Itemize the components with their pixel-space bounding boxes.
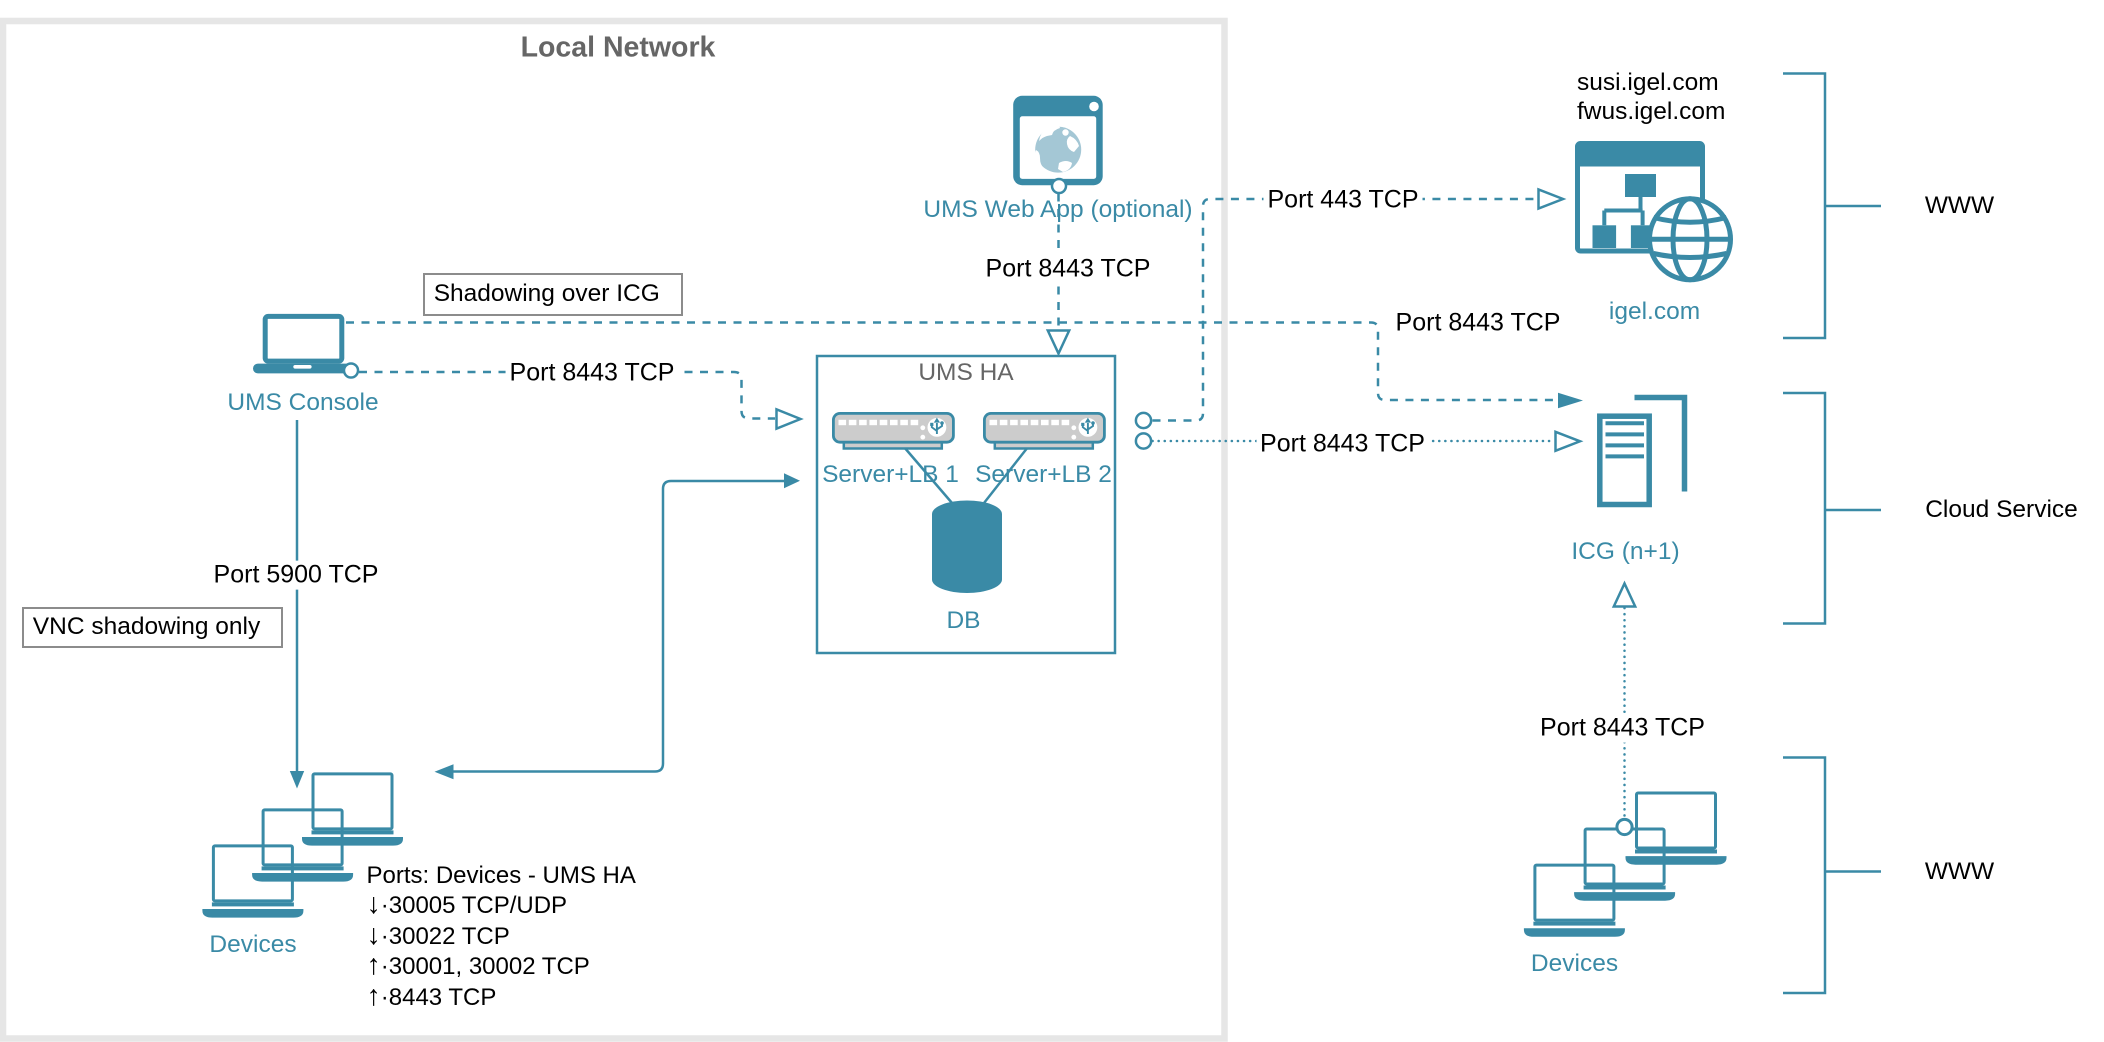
ports-note-item: ↑·8443 TCP — [366, 979, 636, 1012]
ports-note-item: ↑·30001, 30002 TCP — [367, 951, 636, 981]
arrowhead-open-right-ums — [775, 407, 804, 431]
shadowing-over-icg-text: Shadowing over ICG — [433, 280, 660, 308]
ums-console-icon — [253, 313, 353, 374]
arrowhead-filled-down-devices — [289, 771, 305, 789]
cloud-bracket — [1783, 391, 1827, 625]
igel-domain-line: susi.igel.com — [1577, 69, 1719, 96]
db-label: DB — [946, 606, 981, 634]
edge-server1-db — [903, 446, 953, 504]
vnc-shadowing-text: VNC shadowing only — [32, 613, 261, 641]
edge-server2-db — [983, 446, 1029, 504]
zone-brackets — [1783, 72, 1881, 995]
shadowing-over-icg-note: Shadowing over ICG — [422, 272, 684, 317]
arrowhead-open-up-icg — [1611, 580, 1638, 608]
connector-dot-webapp — [1050, 177, 1068, 195]
ports-note-title: Ports: Devices - UMS HA — [366, 862, 636, 889]
console-screen — [262, 313, 345, 364]
server-lb-2-label: Server+LB 2 — [975, 460, 1112, 488]
console-notch — [293, 365, 312, 369]
igel-website-icon — [1575, 141, 1733, 283]
sitemap-titlebar — [1575, 141, 1705, 167]
www-bottom-bracket — [1783, 756, 1827, 995]
port-devices-icg-label: Port 8443 TCP — [1536, 713, 1709, 743]
arrowhead-filled-right-icg — [1558, 392, 1583, 409]
ports-note-item: ↓·30022 TCP — [367, 921, 636, 951]
port-item-text: ·8443 TCP — [380, 983, 497, 1011]
port-console-icg-label: Port 8443 TCP — [1395, 308, 1561, 337]
port-443-label: Port 443 TCP — [1263, 185, 1423, 214]
local-network-box — [0, 17, 1228, 1042]
connector-dot-devices-www — [1615, 817, 1634, 837]
ums-web-app-label: UMS Web App (optional) — [923, 195, 1193, 223]
devices-www-label: Devices — [1530, 949, 1619, 977]
port-webapp-ums-label: Port 8443 TCP — [981, 254, 1155, 284]
web-app-icon — [1013, 95, 1103, 186]
port-direction-arrow: ↓ — [366, 918, 381, 951]
port-item-text: ·30001, 30002 TCP — [380, 953, 590, 981]
local-network-title: Local Network — [520, 31, 716, 64]
ports-note-item: ↓·30005 TCP/UDP — [367, 890, 636, 920]
connector-dot-ums-top — [1134, 411, 1153, 430]
port-item-text: ·30022 TCP — [380, 922, 510, 950]
arrowhead-filled-right-umsha — [784, 473, 800, 489]
icg-front-sheet — [1597, 413, 1652, 508]
server-lb-1-icon — [832, 411, 955, 450]
devices-local-label: Devices — [209, 930, 297, 958]
port-5900-label: Port 5900 TCP — [209, 560, 383, 590]
icg-back-sheet — [1634, 394, 1688, 492]
edge-console-icg — [346, 321, 1559, 402]
vnc-shadowing-note: VNC shadowing only — [21, 606, 284, 649]
edge-devices-ums — [453, 479, 784, 773]
igel-com-label: igel.com — [1608, 297, 1701, 325]
icg-label: ICG (n+1) — [1571, 537, 1680, 565]
port-ums-icg-label: Port 8443 TCP — [1256, 429, 1429, 458]
ums-console-label: UMS Console — [227, 388, 379, 416]
port-console-ums-label: Port 8443 TCP — [505, 358, 679, 388]
port-item-text: ·30005 TCP/UDP — [380, 892, 568, 920]
globe-outline-icon — [1647, 196, 1733, 283]
ums-ha-box — [815, 354, 1117, 655]
icg-icon — [1597, 394, 1688, 508]
browser-dot — [1089, 101, 1099, 112]
edge-console-ums — [359, 370, 775, 420]
igel-domain-line: fwus.igel.com — [1577, 97, 1726, 125]
server-lb-2-icon — [983, 411, 1106, 450]
connector-dot-console — [342, 362, 360, 379]
arrowhead-open-right-icg — [1554, 429, 1584, 453]
arrowhead-open-down-ums — [1045, 329, 1072, 357]
www-top-bracket — [1783, 72, 1827, 340]
arrowhead-filled-left-devices — [434, 764, 454, 780]
igel-domains: susi.igel.com fwus.igel.com — [1577, 69, 1725, 126]
icg-lines — [1605, 421, 1644, 459]
www-bottom-label: WWW — [1924, 857, 1995, 885]
ums-ha-title: UMS HA — [918, 358, 1014, 386]
www-top-label: WWW — [1924, 191, 1995, 219]
ports-note: Ports: Devices - UMS HA ↓·30005 TCP/UDP … — [367, 861, 636, 1012]
edge-ums-igel — [1152, 197, 1537, 422]
port-direction-arrow: ↑ — [366, 979, 381, 1012]
arrowhead-open-right-igel — [1537, 187, 1567, 211]
port-direction-arrow: ↓ — [366, 888, 381, 921]
globe-icon — [1034, 124, 1082, 175]
connector-dot-ums-bottom — [1134, 432, 1153, 450]
server-lb-1-label: Server+LB 1 — [822, 460, 959, 488]
port-direction-arrow: ↑ — [366, 949, 381, 982]
cloud-service-label: Cloud Service — [1925, 495, 2078, 523]
db-cylinder-icon — [932, 500, 1002, 593]
